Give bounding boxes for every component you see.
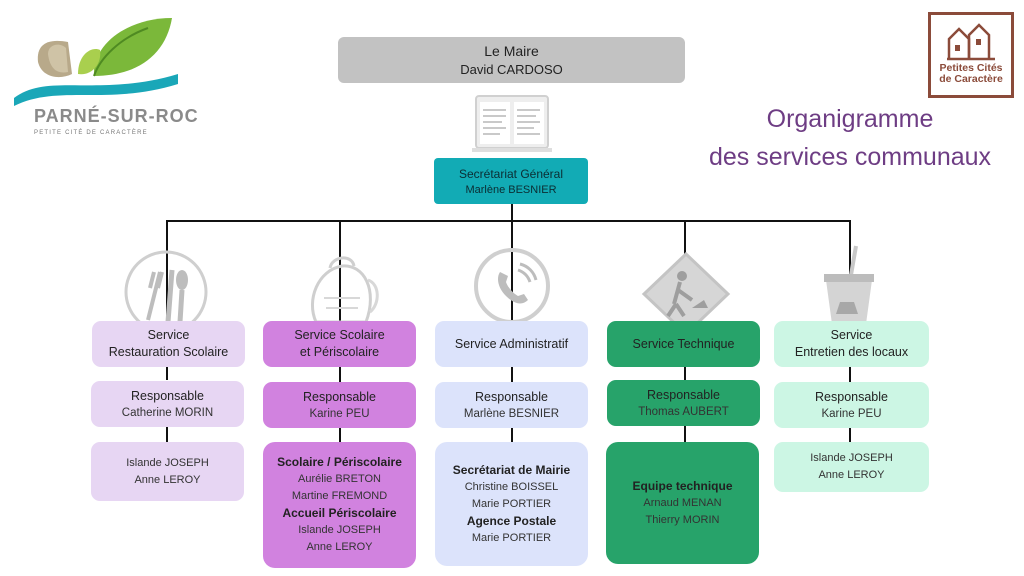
staff-member: Martine FREMOND bbox=[291, 490, 388, 502]
logo-tagline: PETITE CITÉ DE CARACTÈRE bbox=[34, 130, 148, 136]
responsable-name: Karine PEU bbox=[821, 408, 882, 420]
staff-entretien-box: Islande JOSEPH Anne LEROY bbox=[774, 442, 929, 492]
service-entretien-title2: Entretien des locaux bbox=[794, 345, 909, 359]
title-line2: des services communaux bbox=[708, 143, 992, 171]
responsable-name: Marlène BESNIER bbox=[463, 408, 560, 420]
petites-cites-line1: Petites Cités bbox=[939, 62, 1003, 74]
petites-cites-line2: de Caractère bbox=[939, 73, 1003, 85]
roadwork-sign-icon bbox=[641, 251, 731, 328]
group-title: Agence Postale bbox=[466, 513, 557, 528]
responsable-name: Catherine MORIN bbox=[121, 407, 214, 419]
service-restauration-box: Service Restauration Scolaire bbox=[92, 321, 245, 367]
responsable-label: Responsable bbox=[303, 390, 376, 404]
staff-member: Marie PORTIER bbox=[471, 531, 552, 544]
cutlery-plate-icon bbox=[124, 250, 208, 326]
connector-restauration bbox=[166, 220, 168, 322]
sg-connector bbox=[511, 204, 513, 221]
mop-bucket-icon bbox=[824, 245, 874, 324]
group-title: Scolaire / Périscolaire bbox=[277, 455, 402, 469]
connector-restauration-resp bbox=[166, 366, 168, 380]
responsable-name: Thomas AUBERT bbox=[638, 406, 729, 418]
connector-administratif-staff bbox=[511, 426, 513, 442]
responsable-entretien-box: Responsable Karine PEU bbox=[774, 382, 929, 428]
staff-scolaire-box: Scolaire / Périscolaire Aurélie BRETON M… bbox=[263, 442, 416, 568]
responsable-restauration-box: Responsable Catherine MORIN bbox=[91, 381, 244, 427]
logo-brand-name: PARNÉ-SUR-ROC bbox=[34, 106, 199, 126]
phone-icon bbox=[474, 248, 550, 324]
service-entretien-box: Service Entretien des locaux bbox=[774, 321, 929, 367]
connector-administratif-resp bbox=[511, 366, 513, 382]
document-screen-icon bbox=[472, 95, 552, 152]
staff-member: Islande JOSEPH bbox=[126, 456, 209, 469]
group-title: Secrétariat de Mairie bbox=[452, 462, 571, 477]
connector-scolaire-resp bbox=[339, 366, 341, 382]
staff-administratif-box: Secrétariat de Mairie Christine BOISSEL … bbox=[435, 442, 588, 566]
responsable-administratif-box: Responsable Marlène BESNIER bbox=[435, 382, 588, 428]
staff-member: Islande JOSEPH bbox=[810, 452, 893, 464]
connector-administratif bbox=[511, 220, 513, 322]
staff-restauration-box: Islande JOSEPH Anne LEROY bbox=[91, 442, 244, 501]
staff-member: Arnaud MENAN bbox=[643, 496, 722, 509]
responsable-label: Responsable bbox=[131, 389, 204, 403]
connector-technique-resp bbox=[684, 366, 686, 380]
mayor-box: Le Maire David CARDOSO bbox=[338, 37, 685, 83]
service-scolaire-box: Service Scolaire et Périscolaire bbox=[263, 321, 416, 367]
connector-entretien-staff bbox=[849, 426, 851, 442]
service-entretien-title1: Service bbox=[830, 328, 873, 342]
connector-technique-staff bbox=[684, 426, 686, 442]
group-title: Accueil Périscolaire bbox=[282, 506, 397, 520]
connector-entretien-resp bbox=[849, 366, 851, 382]
service-restauration-title2: Restauration Scolaire bbox=[108, 345, 229, 359]
secretariat-role: Secrétariat Général bbox=[458, 166, 564, 181]
page-title: Organigramme des services communaux bbox=[680, 100, 1020, 176]
secretariat-box: Secrétariat Général Marlène BESNIER bbox=[434, 158, 588, 204]
mayor-role: Le Maire bbox=[484, 43, 539, 59]
service-restauration-title1: Service bbox=[147, 328, 190, 342]
houses-icon bbox=[947, 23, 995, 61]
connector-restauration-staff bbox=[166, 426, 168, 442]
horizontal-connector bbox=[166, 220, 850, 222]
staff-member: Aurélie BRETON bbox=[298, 473, 381, 485]
staff-member: Anne LEROY bbox=[818, 469, 885, 481]
service-technique-box: Service Technique bbox=[607, 321, 760, 367]
connector-scolaire-staff bbox=[339, 426, 341, 442]
petites-cites-label: Petites Cités de Caractère bbox=[931, 63, 1011, 85]
staff-technique-box: Equipe technique Arnaud MENAN Thierry MO… bbox=[606, 442, 759, 564]
secretariat-name: Marlène BESNIER bbox=[465, 183, 557, 196]
parne-sur-roc-logo: PARNÉ-SUR-ROC PETITE CITÉ DE CARACTÈRE bbox=[8, 14, 198, 142]
connector-scolaire bbox=[339, 220, 341, 322]
responsable-technique-box: Responsable Thomas AUBERT bbox=[607, 380, 760, 426]
mayor-name: David CARDOSO bbox=[460, 62, 563, 77]
staff-member: Marie PORTIER bbox=[471, 497, 552, 510]
staff-member: Islande JOSEPH bbox=[298, 524, 381, 536]
responsable-scolaire-box: Responsable Karine PEU bbox=[263, 382, 416, 428]
backpack-icon bbox=[310, 256, 379, 324]
title-line1: Organigramme bbox=[766, 105, 934, 133]
staff-member: Anne LEROY bbox=[306, 541, 373, 553]
petites-cites-logo: Petites Cités de Caractère bbox=[928, 12, 1014, 98]
responsable-label: Responsable bbox=[475, 390, 548, 404]
staff-member: Thierry MORIN bbox=[645, 513, 720, 526]
responsable-label: Responsable bbox=[815, 390, 888, 404]
service-administratif-title: Service Administratif bbox=[454, 336, 569, 351]
staff-member: Christine BOISSEL bbox=[464, 480, 559, 493]
service-scolaire-title1: Service Scolaire bbox=[294, 328, 385, 342]
service-scolaire-title2: et Périscolaire bbox=[299, 345, 380, 359]
service-administratif-box: Service Administratif bbox=[435, 321, 588, 367]
group-title: Equipe technique bbox=[632, 478, 733, 493]
responsable-label: Responsable bbox=[647, 388, 720, 402]
staff-member: Anne LEROY bbox=[134, 473, 201, 486]
leaf-wave-logo-icon bbox=[14, 18, 178, 106]
responsable-name: Karine PEU bbox=[309, 408, 370, 420]
service-technique-title: Service Technique bbox=[632, 336, 735, 351]
